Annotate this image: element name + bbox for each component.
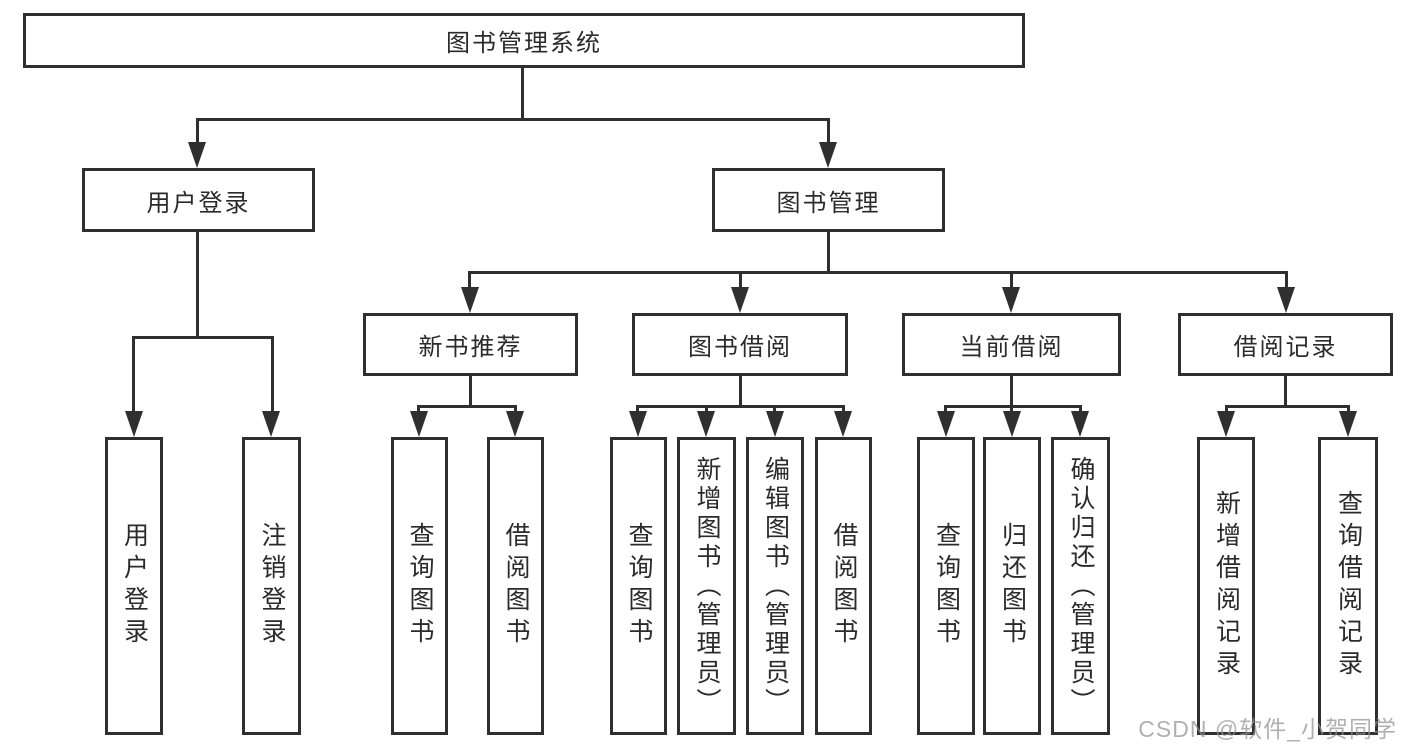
leaf-bb-borrow-books: 借阅图书	[815, 437, 872, 735]
connector-book-management-stem	[827, 232, 830, 273]
arrow-down-icon	[1339, 411, 1357, 437]
connector-drop	[468, 274, 471, 289]
leaf-br-add-record-label: 新增借阅记录	[1212, 490, 1241, 682]
arrow-down-icon	[937, 411, 955, 437]
connector-stem	[1284, 376, 1287, 407]
node-book-borrow-label: 图书借阅	[688, 334, 792, 361]
node-user-login: 用户登录	[82, 168, 315, 232]
leaf-br-query-record-label: 查询借阅记录	[1334, 490, 1363, 682]
leaf-nbr-query-books-label: 查询图书	[406, 522, 434, 650]
connector-stem	[739, 376, 742, 407]
leaf-bb-borrow-books-label: 借阅图书	[830, 522, 858, 650]
arrow-down-icon	[188, 142, 206, 168]
arrow-down-icon	[629, 411, 647, 437]
leaf-cb-confirm-return-admin: 确认归还（管理员）	[1051, 437, 1110, 735]
leaf-cb-return-books: 归还图书	[983, 437, 1041, 735]
leaf-nbr-query-books: 查询图书	[391, 437, 448, 735]
node-new-book-recommend-label: 新书推荐	[418, 334, 523, 361]
connector-book-management-drop	[827, 121, 830, 144]
connector-drop	[1285, 274, 1288, 289]
connector-drop	[1010, 274, 1013, 289]
arrow-down-icon	[461, 287, 479, 313]
leaf-bb-edit-books-admin-label: 编辑图书（管理员）	[761, 455, 790, 717]
node-user-login-label: 用户登录	[146, 189, 251, 217]
arrow-down-icon	[1217, 411, 1235, 437]
connector-root-stem	[521, 68, 524, 120]
arrow-down-icon	[1071, 411, 1089, 437]
node-borrow-record: 借阅记录	[1178, 313, 1393, 376]
node-root: 图书管理系统	[23, 13, 1025, 68]
connector-hline	[636, 405, 845, 408]
connector-hline	[944, 405, 1082, 408]
connector-level2-hline	[196, 118, 830, 121]
leaf-user-login: 用户登录	[105, 437, 163, 735]
connector-leaf-drop	[132, 339, 135, 411]
arrow-down-icon	[410, 411, 428, 437]
leaf-bb-query-books: 查询图书	[610, 437, 667, 735]
leaf-bb-add-books-admin: 新增图书（管理员）	[677, 437, 736, 735]
leaf-cb-return-books-label: 归还图书	[998, 522, 1027, 650]
leaf-logout-label: 注销登录	[258, 522, 286, 650]
leaf-bb-edit-books-admin: 编辑图书（管理员）	[746, 437, 804, 735]
watermark: CSDN @软件_小贺同学	[1138, 716, 1397, 742]
node-book-management-label: 图书管理	[776, 189, 881, 217]
node-borrow-record-label: 借阅记录	[1233, 334, 1338, 361]
arrow-down-icon	[506, 411, 524, 437]
node-root-label: 图书管理系统	[446, 30, 602, 57]
connector-leaf-drop	[271, 339, 274, 411]
connector-user-login-drop	[196, 121, 199, 144]
arrow-down-icon	[731, 287, 749, 313]
arrow-down-icon	[834, 411, 852, 437]
connector-user-login-stem	[196, 232, 199, 338]
leaf-br-add-record: 新增借阅记录	[1197, 437, 1255, 735]
leaf-user-login-label: 用户登录	[120, 522, 149, 650]
leaf-cb-confirm-return-admin-label: 确认归还（管理员）	[1067, 455, 1095, 717]
arrow-down-icon	[766, 411, 784, 437]
connector-drop	[739, 274, 742, 289]
leaf-nbr-borrow-books-label: 借阅图书	[502, 522, 530, 650]
node-new-book-recommend: 新书推荐	[363, 313, 578, 376]
node-current-borrow: 当前借阅	[902, 313, 1121, 376]
leaf-cb-query-books: 查询图书	[917, 437, 975, 735]
connector-user-login-hline	[132, 336, 274, 339]
arrow-down-icon	[125, 411, 143, 437]
connector-hline	[417, 405, 517, 408]
node-current-borrow-label: 当前借阅	[959, 334, 1064, 361]
arrow-down-icon	[697, 411, 715, 437]
arrow-down-icon	[262, 411, 280, 437]
arrow-down-icon	[1277, 287, 1295, 313]
leaf-bb-query-books-label: 查询图书	[625, 522, 653, 650]
leaf-nbr-borrow-books: 借阅图书	[487, 437, 544, 735]
arrow-down-icon	[819, 142, 837, 168]
connector-stem	[1010, 376, 1013, 407]
arrow-down-icon	[1003, 411, 1021, 437]
connector-stem	[469, 376, 472, 407]
leaf-logout: 注销登录	[242, 437, 301, 735]
leaf-br-query-record: 查询借阅记录	[1318, 437, 1378, 735]
node-book-management: 图书管理	[712, 168, 945, 232]
leaf-cb-query-books-label: 查询图书	[932, 522, 961, 650]
connector-level3-hline	[468, 271, 1288, 274]
node-book-borrow: 图书借阅	[632, 313, 848, 376]
leaf-bb-add-books-admin-label: 新增图书（管理员）	[693, 455, 721, 717]
connector-hline	[1225, 405, 1350, 408]
arrow-down-icon	[1002, 287, 1020, 313]
